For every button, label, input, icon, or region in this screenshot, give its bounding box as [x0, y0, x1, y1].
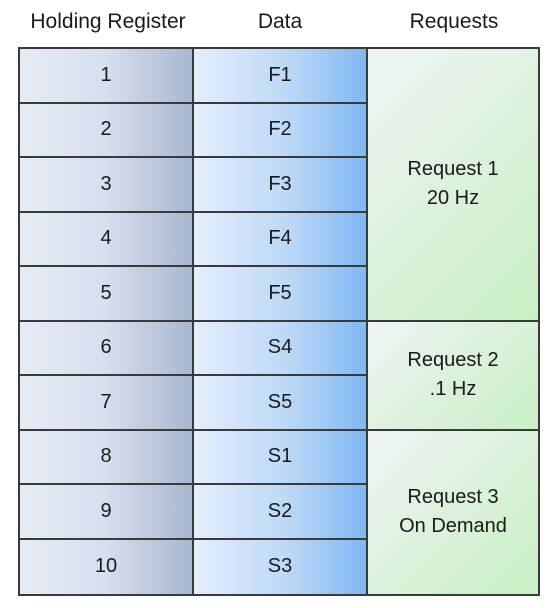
data-cell: S4 [194, 321, 368, 376]
request-rate: 20 Hz [426, 187, 480, 210]
register-cell: 9 [20, 485, 194, 540]
request-name: Request 1 [407, 158, 499, 181]
data-cell: F5 [194, 267, 368, 322]
request-block: Request 1 20 Hz [368, 49, 538, 322]
register-cell: 10 [20, 539, 194, 594]
data-cell: S5 [194, 376, 368, 431]
request-rate: .1 Hz [429, 378, 477, 400]
data-cell: S3 [194, 539, 368, 594]
register-cell: 1 [20, 49, 194, 104]
data-cell: F1 [194, 49, 368, 104]
register-cell: 2 [20, 103, 194, 158]
header-data: Data [257, 10, 303, 33]
register-cell: 8 [20, 430, 194, 485]
header-requests: Requests [409, 10, 499, 33]
register-cell: 3 [20, 158, 194, 213]
request-name: Request 2 [407, 349, 499, 371]
register-cell: 4 [20, 212, 194, 267]
register-cell: 5 [20, 267, 194, 322]
data-cell: F2 [194, 103, 368, 158]
request-rate: On Demand [399, 515, 507, 538]
register-cell: 7 [20, 376, 194, 431]
register-cell: 6 [20, 321, 194, 376]
request-name: Request 3 [407, 486, 499, 509]
data-cell: S2 [194, 485, 368, 540]
request-block: Request 2 .1 Hz [368, 321, 538, 431]
data-cell: F3 [194, 158, 368, 213]
header-holding-register: Holding Register [30, 10, 186, 33]
request-block: Request 3 On Demand [368, 430, 538, 594]
data-cell: S1 [194, 430, 368, 485]
data-cell: F4 [194, 212, 368, 267]
